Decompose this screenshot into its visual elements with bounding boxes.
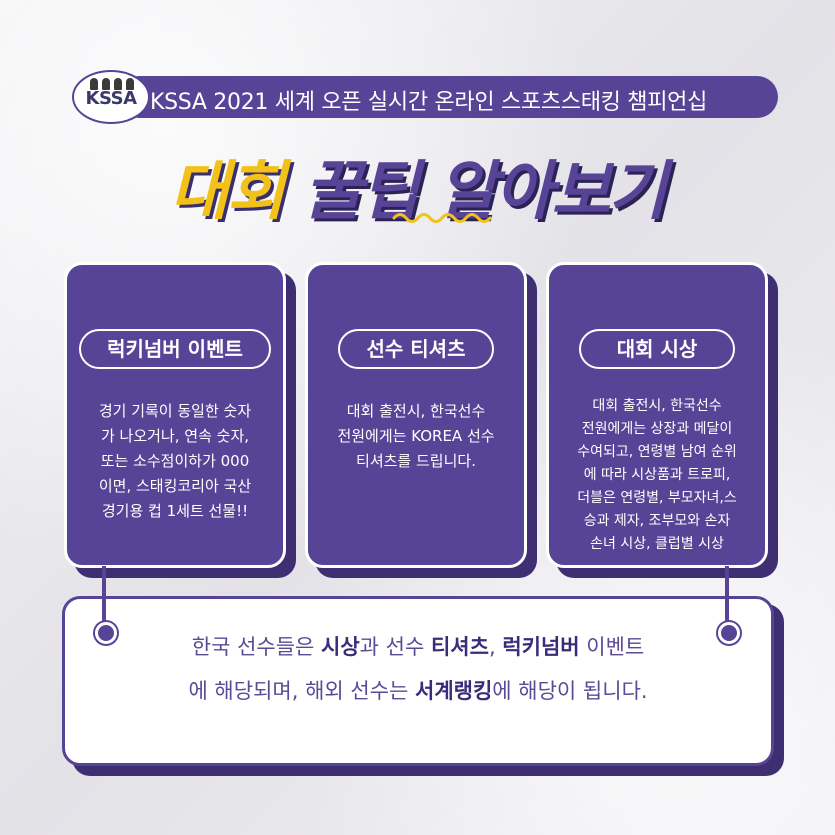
card-label: 럭키넘버 이벤트 xyxy=(79,329,271,369)
card-lucky-number: 럭키넘버 이벤트 경기 기록이 동일한 숫자 가 나오거나, 연속 숫자, 또는… xyxy=(64,262,286,568)
summary-keyword: 럭키넘버 xyxy=(502,635,580,659)
card-line: 대회 출전시, 한국선수 xyxy=(346,402,486,420)
card-line: 전원에게는 KOREA 선수 xyxy=(337,427,495,445)
card-line: 수여되고, 연령별 남여 순위 xyxy=(577,444,737,460)
card-label: 선수 티셔츠 xyxy=(338,329,494,369)
card-line: 에 따라 시상품과 트로피, xyxy=(583,467,731,483)
summary-line-1: 한국 선수들은 시상과 선수 티셔츠, 럭키넘버 이벤트 xyxy=(65,631,771,661)
card-description: 대회 출전시, 한국선수 전원에게는 상장과 메달이 수여되고, 연령별 남여 … xyxy=(557,395,757,556)
connector-dot-icon xyxy=(95,622,117,644)
summary-text: 에 해당되며, 해외 선수는 xyxy=(188,679,416,703)
card-line: 대회 출전시, 한국선수 xyxy=(592,398,722,414)
card-player-tshirt: 선수 티셔츠 대회 출전시, 한국선수 전원에게는 KOREA 선수 티셔츠를 … xyxy=(305,262,527,568)
card-line: 승과 제자, 조부모와 손자 xyxy=(583,513,731,529)
summary-keyword: 티셔츠 xyxy=(430,635,489,659)
summary-text: 과 선수 xyxy=(359,635,431,659)
title-highlight: 대회 xyxy=(169,155,286,229)
card-line: 가 나오거나, 연속 숫자, xyxy=(100,427,250,445)
logo-figures-icon xyxy=(90,76,134,90)
header-title: KSSA 2021 세계 오픈 실시간 온라인 스포츠스태킹 챔피언십 xyxy=(150,90,708,115)
card-description: 경기 기록이 동일한 숫자 가 나오거나, 연속 숫자, 또는 소수점이하가 0… xyxy=(75,399,275,524)
card-description: 대회 출전시, 한국선수 전원에게는 KOREA 선수 티셔츠를 드립니다. xyxy=(316,399,516,474)
header-banner xyxy=(118,76,778,118)
connector-dot-icon xyxy=(718,622,740,644)
card-line: 경기용 컵 1세트 선물!! xyxy=(101,502,249,520)
connector-line xyxy=(725,566,729,626)
card-line: 티셔츠를 드립니다. xyxy=(356,452,476,470)
title-main: 꿀팁 알아보기 xyxy=(303,155,668,229)
card-line: 또는 소수점이하가 000 xyxy=(100,452,250,470)
card-line: 전원에게는 상장과 메달이 xyxy=(581,421,733,437)
card-awards: 대회 시상 대회 출전시, 한국선수 전원에게는 상장과 메달이 수여되고, 연… xyxy=(546,262,768,568)
kssa-logo: KSSA xyxy=(72,70,150,124)
summary-keyword: 서계랭킹 xyxy=(415,679,493,703)
connector-line xyxy=(102,566,106,626)
squiggle-underline-icon xyxy=(392,213,492,223)
card-line: 이면, 스태킹코리아 국산 xyxy=(98,477,252,495)
summary-line-2: 에 해당되며, 해외 선수는 서계랭킹에 해당이 됩니다. xyxy=(65,675,771,705)
summary-text: , xyxy=(488,635,503,659)
card-line: 더블은 연령별, 부모자녀,스 xyxy=(577,490,737,506)
card-line: 경기 기록이 동일한 숫자 xyxy=(98,402,252,420)
page-title: 대회 꿀팁 알아보기 xyxy=(0,140,835,232)
card-label: 대회 시상 xyxy=(579,329,735,369)
summary-box: 한국 선수들은 시상과 선수 티셔츠, 럭키넘버 이벤트 에 해당되며, 해외 … xyxy=(62,596,774,766)
summary-text: 한국 선수들은 xyxy=(191,635,322,659)
summary-text: 에 해당이 됩니다. xyxy=(492,679,648,703)
summary-text: 이벤트 xyxy=(579,635,645,659)
logo-text: KSSA xyxy=(85,88,138,109)
summary-keyword: 시상 xyxy=(321,635,360,659)
card-line: 손녀 시상, 클럽별 시상 xyxy=(590,536,724,552)
